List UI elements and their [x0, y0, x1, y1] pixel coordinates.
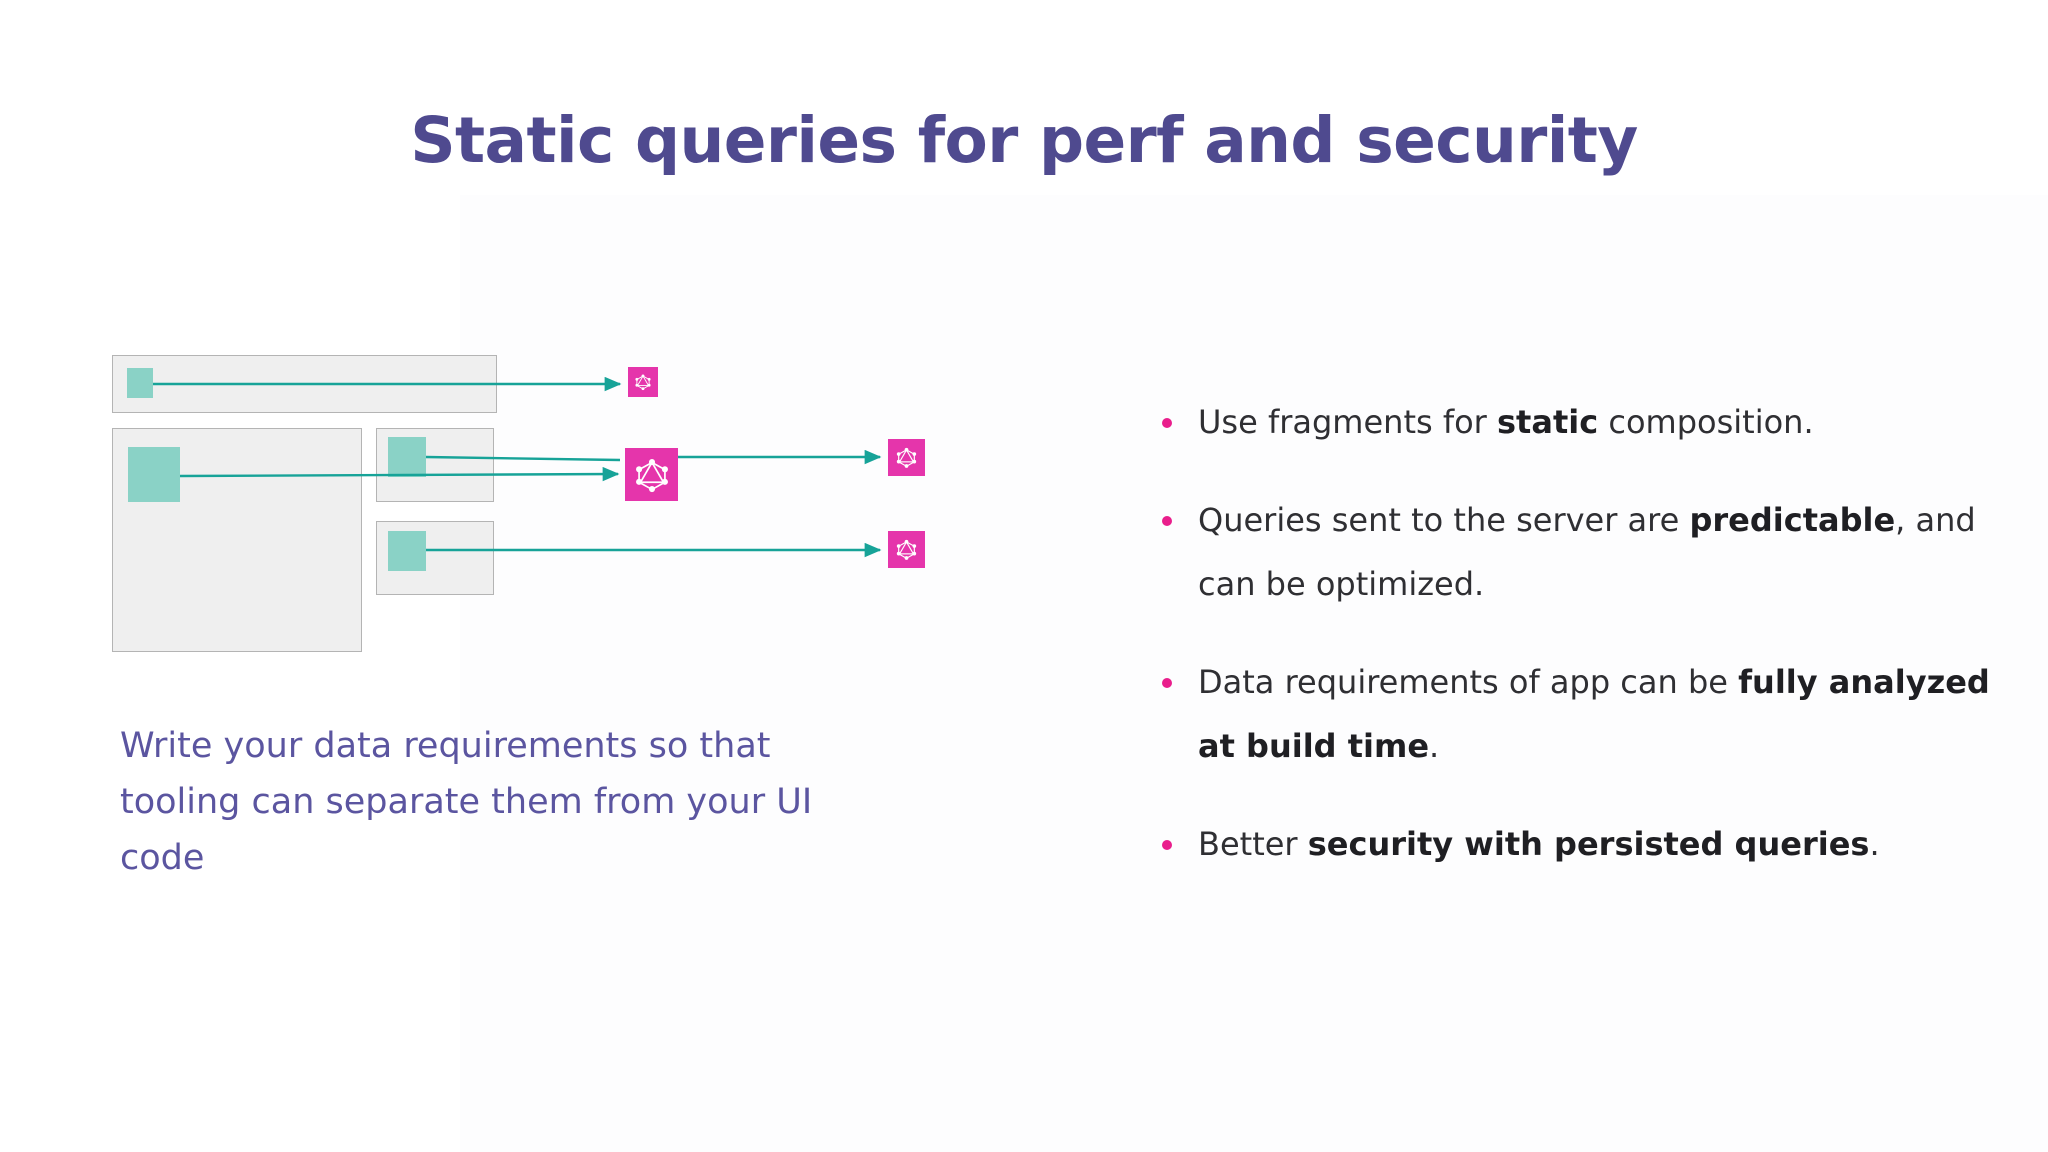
graphql-icon-result-1 [888, 439, 925, 476]
fragment-chip-side-top [388, 437, 426, 477]
ui-panel-main [112, 428, 362, 652]
fragment-chip-main [128, 447, 180, 502]
connector-wires [153, 376, 882, 558]
wire-main-to-composed-query [179, 466, 620, 482]
wire-side-top-to-composed-query [425, 455, 621, 462]
key-points-list: Use fragments for static composition. Qu… [1150, 390, 1990, 910]
fragment-chip-side-bottom [388, 531, 426, 571]
graphql-icon-composed-query [625, 448, 678, 501]
graphql-icon-result-2 [888, 531, 925, 568]
diagram-caption: Write your data requirements so that too… [120, 726, 813, 878]
list-item: Data requirements of app can be fully an… [1150, 650, 1990, 778]
graphql-icon-fragment-a [628, 367, 658, 397]
list-item: Use fragments for static composition. [1150, 390, 1990, 454]
list-item: Queries sent to the server are predictab… [1150, 488, 1990, 616]
page-title: Static queries for perf and security [410, 104, 1638, 177]
diagram-ui-to-queries [0, 0, 1000, 700]
fragment-chip-header [127, 368, 153, 398]
list-item: Better security with persisted queries. [1150, 812, 1990, 876]
